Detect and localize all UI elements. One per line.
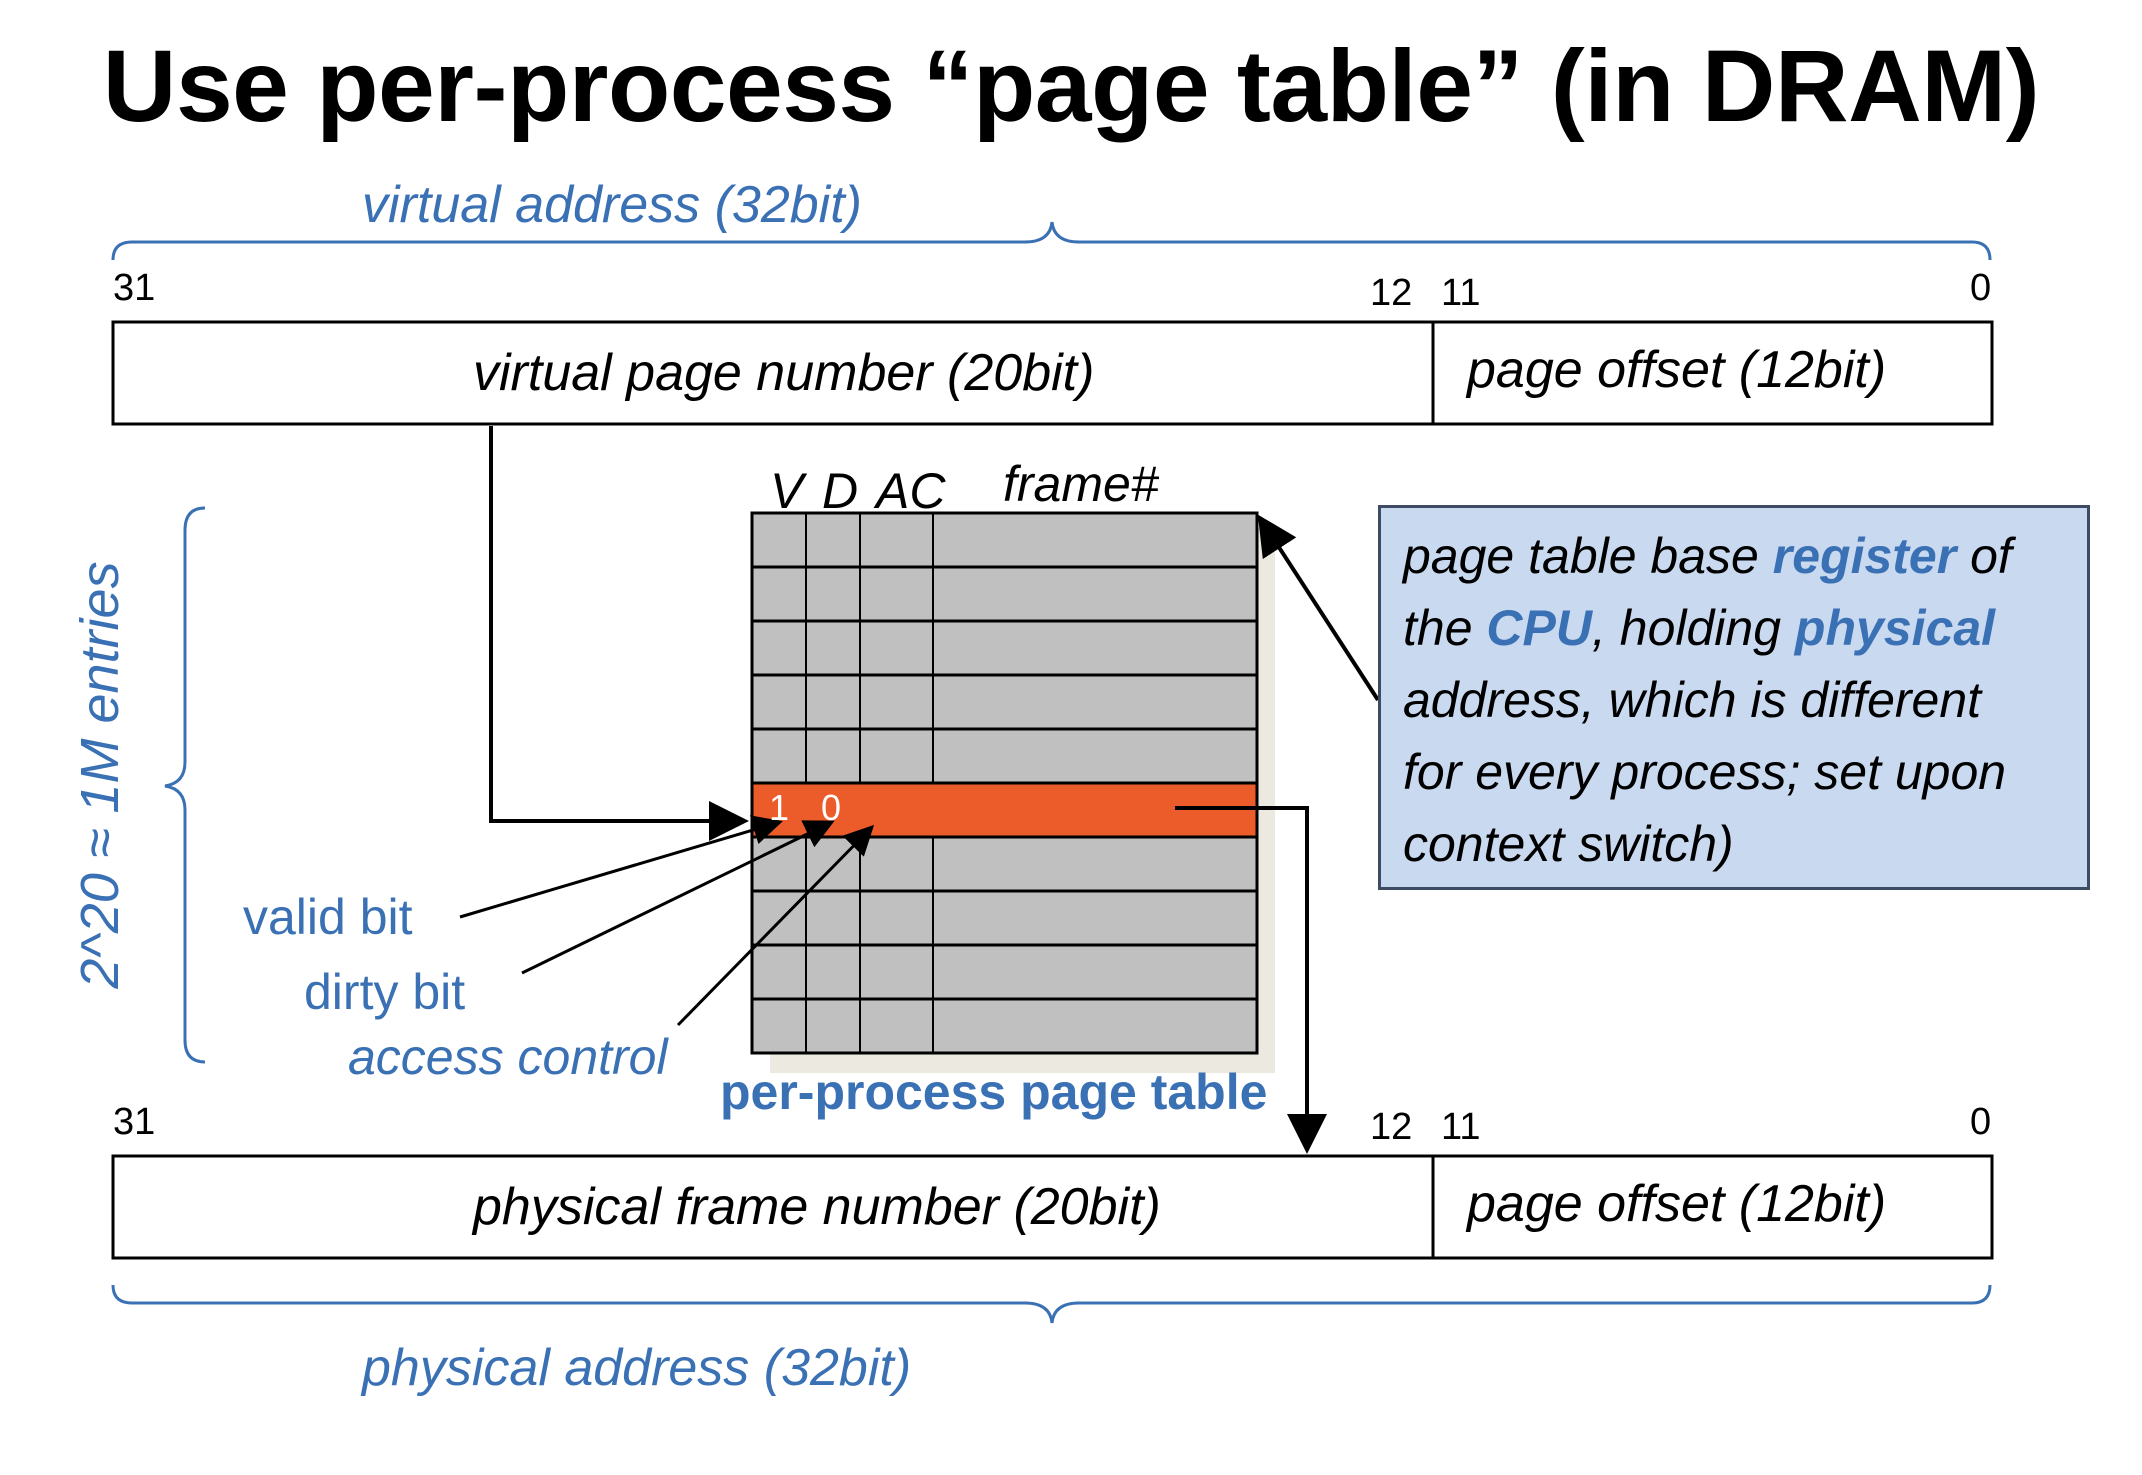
page-table-row-highlight xyxy=(750,781,1259,839)
page-table-row xyxy=(750,727,1259,785)
access-control-label: access control xyxy=(348,1029,668,1085)
page-table-row xyxy=(750,673,1259,731)
entries-label: 2^20 ≈ 1M entries xyxy=(70,561,130,989)
note-line-3: address, which is different xyxy=(1403,672,1982,728)
frame-to-pfn-arrow xyxy=(1175,806,1327,1154)
col-header-d: D xyxy=(822,463,859,519)
note-highlight-physical: physical xyxy=(1794,600,1996,656)
note-text: the xyxy=(1403,600,1487,656)
entries-brace xyxy=(164,506,206,1064)
dirty-bit-label: dirty bit xyxy=(304,964,466,1020)
col-header-frame: frame# xyxy=(1003,456,1159,512)
physical-address-brace xyxy=(111,1284,1992,1324)
note-line-4: for every process; set upon xyxy=(1403,744,2007,800)
base-register-note: page table base register of the CPU, hol… xyxy=(1378,505,2090,890)
note-line-5: context switch) xyxy=(1403,816,1734,872)
va-bit-11: 11 xyxy=(1441,272,1481,314)
highlight-valid-value: 1 xyxy=(769,787,790,828)
access-control-pointer xyxy=(676,824,875,1027)
page-table-row xyxy=(750,619,1259,677)
virtual-address-box xyxy=(111,320,1994,426)
page-table-row xyxy=(750,997,1259,1055)
page-table-grid xyxy=(750,511,1259,1055)
va-bit-31: 31 xyxy=(113,267,156,309)
page-table-row xyxy=(750,835,1259,893)
note-line-2: the CPU, holding physical xyxy=(1403,592,2069,664)
physical-address-caption: physical address (32bit) xyxy=(362,1339,912,1397)
col-header-v: V xyxy=(770,463,804,519)
page-table-row xyxy=(750,889,1259,947)
page-table-row xyxy=(750,565,1259,623)
note-text: , holding xyxy=(1591,600,1795,656)
pa-bit-12: 12 xyxy=(1370,1106,1413,1148)
note-text: page table base xyxy=(1403,528,1773,584)
physical-address-box xyxy=(111,1154,1994,1260)
col-header-ac: AC xyxy=(876,463,946,519)
highlight-dirty-value: 0 xyxy=(821,787,842,828)
page-table-caption: per-process page table xyxy=(720,1064,1268,1120)
vpn-to-table-arrow xyxy=(489,426,749,841)
vpn-label: virtual page number (20bit) xyxy=(473,344,1095,402)
dirty-bit-pointer xyxy=(521,820,835,975)
base-register-arrow xyxy=(1257,514,1380,702)
pa-offset-label: page offset (12bit) xyxy=(1467,1175,1887,1233)
va-bit-0: 0 xyxy=(1970,267,1992,309)
page-table-row xyxy=(750,943,1259,1001)
note-highlight-cpu: CPU xyxy=(1486,600,1592,656)
pa-bit-31: 31 xyxy=(113,1101,156,1143)
page-table-row xyxy=(750,511,1259,569)
virtual-address-brace xyxy=(111,221,1992,261)
va-offset-label: page offset (12bit) xyxy=(1467,341,1887,399)
note-line-1: page table base register of xyxy=(1403,520,2069,592)
page-title: Use per-process “page table” (in DRAM) xyxy=(102,29,2040,143)
pa-bit-0: 0 xyxy=(1970,1101,1992,1143)
valid-bit-label: valid bit xyxy=(243,889,413,945)
note-text: of xyxy=(1956,528,2012,584)
va-bit-12: 12 xyxy=(1370,272,1413,314)
note-highlight-register: register xyxy=(1772,528,1957,584)
virtual-address-caption: virtual address (32bit) xyxy=(362,176,862,234)
pa-bit-11: 11 xyxy=(1441,1106,1481,1148)
valid-bit-pointer xyxy=(459,815,783,919)
pfn-label: physical frame number (20bit) xyxy=(473,1178,1161,1236)
